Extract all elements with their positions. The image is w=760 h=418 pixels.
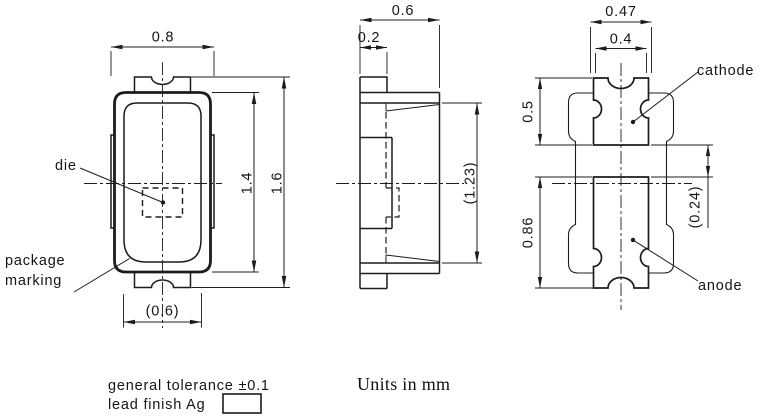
dim-extension-lines <box>212 92 259 273</box>
dimension-depth-0-6: 0.6 <box>359 3 440 88</box>
dimension-pad-gap-0-24: (0.24) <box>651 144 713 229</box>
dim-value: 0.6 <box>392 3 415 19</box>
dimension-marking-0-6: (0.6) <box>123 293 202 328</box>
cathode-leader-line <box>632 71 699 123</box>
dimension-width-0-8: 0.8 <box>110 30 215 76</box>
dimension-height-1-23: (1.23) <box>442 102 482 264</box>
die-outline <box>141 187 184 218</box>
right-terminal-edge <box>210 134 215 229</box>
top-tab <box>133 76 192 93</box>
body-outline-left <box>567 92 594 274</box>
dim-extension-lines <box>590 27 652 73</box>
top-lens-taper <box>385 103 440 112</box>
dimension-cathode-length-0-5: 0.5 <box>521 77 592 146</box>
dim-extension-lines <box>110 51 215 76</box>
dimension-overall-length-1-6: 1.6 <box>191 76 290 288</box>
dim-extension-lines <box>535 176 593 289</box>
top-flange <box>360 91 440 104</box>
package-body-outline <box>113 91 212 274</box>
dim-arrows <box>595 46 647 51</box>
dim-value: 1.4 <box>240 172 256 195</box>
dim-value: (0.6) <box>146 304 180 320</box>
dim-value: (1.23) <box>463 162 479 205</box>
lead-finish-note: lead finish Ag <box>108 397 205 413</box>
units-note: Units in mm <box>357 374 450 394</box>
dimension-body-length-1-4: 1.4 <box>212 92 259 273</box>
anode-label: anode <box>698 278 742 294</box>
die-leader-line <box>79 167 164 203</box>
package-marking-leader-line <box>73 258 130 293</box>
dim-value: 0.47 <box>605 4 636 20</box>
anode-leader-line <box>632 239 699 282</box>
side-terminal-step <box>360 136 393 230</box>
notes: general tolerance ±0.1 lead finish Ag Un… <box>108 374 450 414</box>
left-terminal-edge <box>110 134 115 229</box>
dimension-terminal-outer-0-47: 0.47 <box>590 4 652 73</box>
dim-value: 1.6 <box>270 172 286 195</box>
dim-extension-lines <box>595 53 647 73</box>
dim-value: 0.5 <box>521 100 537 123</box>
top-view: die package marking 0.8 1.4 1.6 <box>5 30 290 328</box>
dim-value: 0.2 <box>358 30 381 46</box>
cathode-label: cathode <box>697 63 754 79</box>
cathode-pad <box>592 77 650 146</box>
top-tab-profile <box>360 76 388 93</box>
dim-value: (0.24) <box>688 186 704 229</box>
dim-extension-lines <box>359 25 440 88</box>
bottom-view: cathode anode 0.47 0.4 0.5 <box>521 4 754 310</box>
package-marking-label-line2: marking <box>5 273 62 289</box>
dimension-anode-length-0-86: 0.86 <box>521 176 593 289</box>
body-outline-right <box>648 92 675 274</box>
dim-arrows <box>705 145 711 177</box>
bottom-lens-taper <box>385 254 440 263</box>
dimension-terminal-inner-0-4: 0.4 <box>595 32 647 73</box>
bottom-tab <box>133 272 192 289</box>
anode-pad <box>592 176 650 289</box>
dim-extension-lines <box>442 102 482 264</box>
die-label: die <box>55 158 77 174</box>
dim-extension-lines <box>651 144 713 178</box>
dim-value: 0.4 <box>610 32 633 48</box>
general-tolerance-note: general tolerance ±0.1 <box>108 378 270 394</box>
dim-extension-lines <box>191 76 290 288</box>
dim-value: 0.8 <box>152 30 175 46</box>
dimension-tab-depth-0-2: 0.2 <box>358 30 388 74</box>
package-marking-label-line1: package <box>5 253 65 269</box>
bottom-flange <box>360 262 440 275</box>
dim-arrows <box>111 44 214 50</box>
dim-extension-lines <box>535 77 592 146</box>
dim-value: 0.86 <box>521 217 537 248</box>
side-view: 0.6 0.2 (1.23) <box>336 3 482 290</box>
reflector-cavity-outline <box>123 102 202 263</box>
dim-arrows <box>360 45 387 50</box>
lead-finish-hatch-swatch <box>222 393 262 414</box>
bottom-tab-profile <box>360 273 388 290</box>
